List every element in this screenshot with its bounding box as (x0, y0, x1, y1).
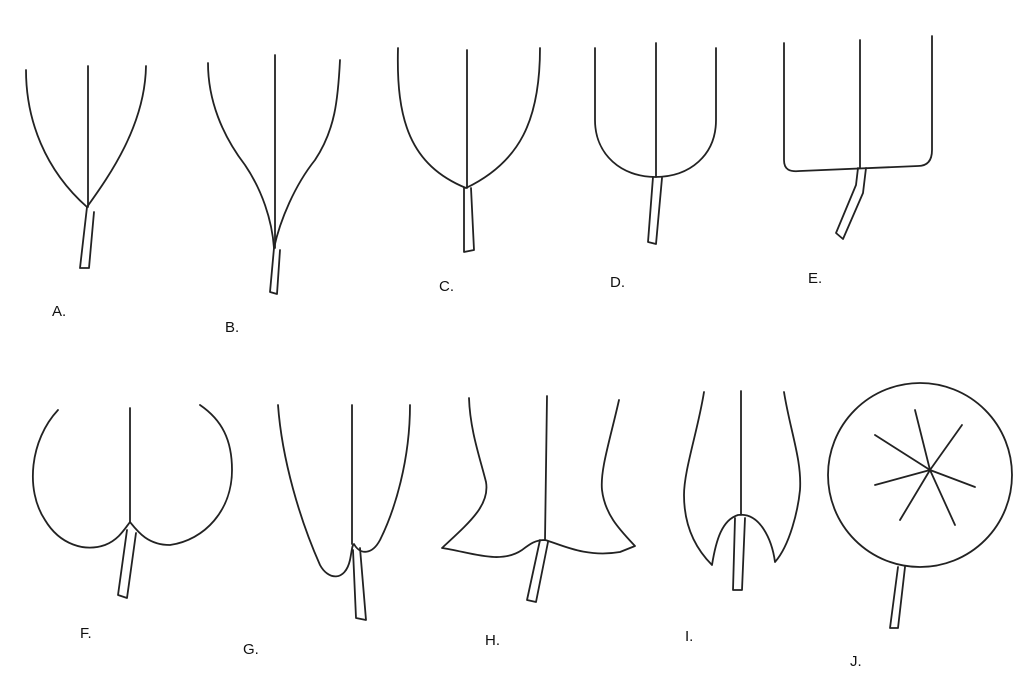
petiole-f (117, 529, 137, 599)
label-i: I. (685, 628, 693, 645)
petiole-b (269, 247, 281, 295)
leaf-base-i (683, 390, 802, 591)
blade-outline-g (277, 404, 411, 578)
vein-j-5 (929, 469, 956, 526)
vein-j-2 (874, 434, 931, 471)
vein-j-4 (899, 469, 931, 521)
blade-outline-d (594, 47, 717, 178)
leaf-base-f (31, 404, 233, 599)
label-c: C. (439, 278, 454, 295)
label-a: A. (52, 303, 66, 320)
blade-outline-c (396, 47, 541, 189)
blade-outline-a (25, 65, 147, 208)
petiole-h (526, 539, 549, 603)
label-g: G. (243, 641, 259, 658)
blade-outline-h (441, 397, 636, 558)
vein-j-1 (914, 409, 931, 471)
label-d: D. (610, 274, 625, 291)
blade-outline-f (31, 404, 233, 549)
leaf-base-b (207, 54, 341, 295)
vein-j-6 (929, 469, 976, 488)
petiole-e (835, 167, 867, 240)
label-j: J. (850, 653, 862, 670)
label-h: H. (485, 632, 500, 649)
label-e: E. (808, 270, 822, 287)
midrib-h (544, 395, 548, 541)
label-f: F. (80, 625, 92, 642)
leaf-base-d (594, 42, 717, 245)
petiole-a (79, 206, 95, 269)
vein-j-7 (929, 424, 963, 471)
petiole-i (732, 517, 746, 591)
leaf-base-e (783, 35, 933, 240)
blade-outline-b (207, 59, 341, 249)
petiole-c (463, 187, 475, 253)
petiole-g (352, 547, 367, 621)
leaf-base-c (396, 47, 541, 253)
label-b: B. (225, 319, 239, 336)
leaf-base-j (827, 382, 1013, 629)
blade-outline-j (827, 382, 1013, 568)
leaf-base-a (25, 65, 147, 269)
petiole-j (889, 566, 906, 629)
leaf-base-h (441, 395, 636, 603)
blade-outline-e (783, 35, 933, 173)
vein-j-3 (874, 469, 931, 486)
petiole-d (647, 176, 663, 245)
blade-outline-i (683, 391, 802, 566)
leaf-base-g (277, 404, 411, 621)
